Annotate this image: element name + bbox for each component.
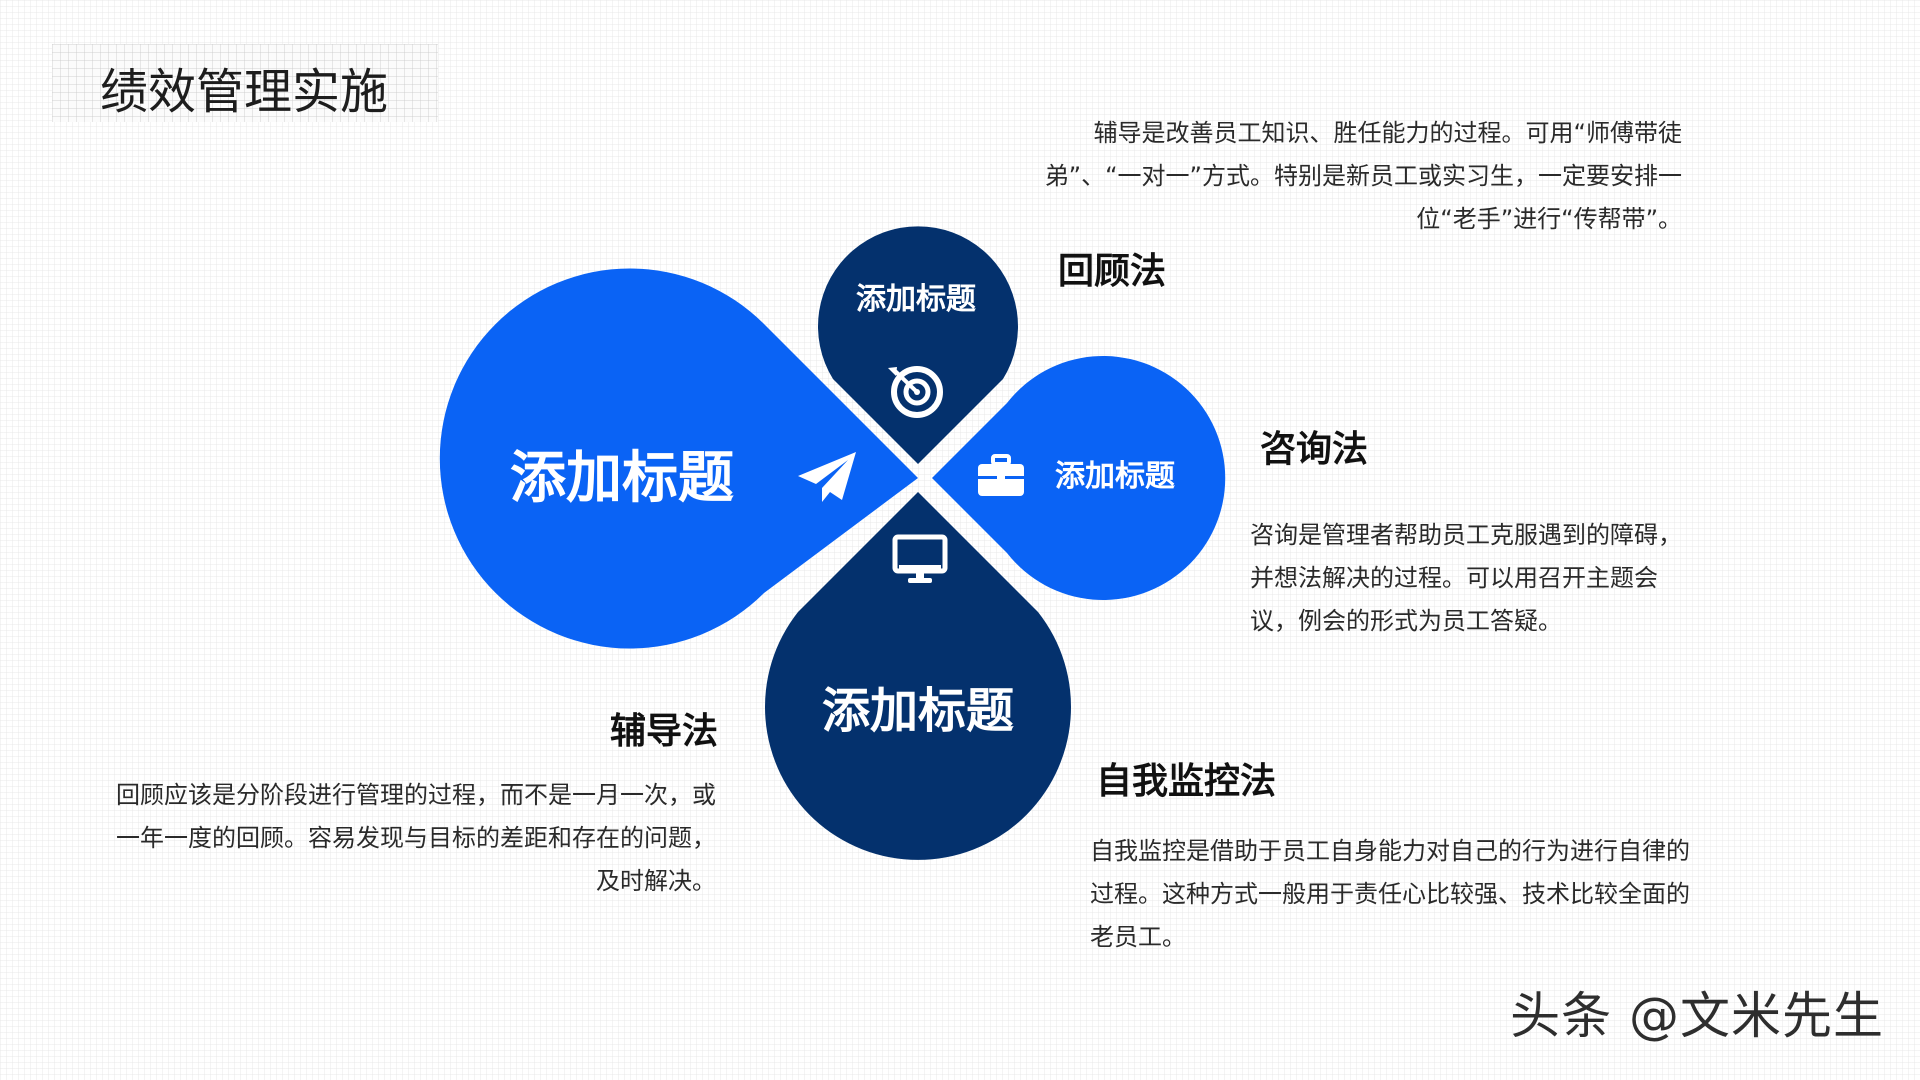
right-section-text: 咨询是管理者帮助员工克服遇到的障碍，并想法解决的过程。可以用召开主题会议，例会的… [1250, 521, 1682, 635]
top-section-text: 辅导是改善员工知识、胜任能力的过程。可用“师傅带徒弟”、“一对一”方式。特别是新… [1044, 119, 1682, 233]
briefcase-icon [978, 454, 1024, 496]
petal-right [932, 356, 1226, 600]
petal-left [439, 268, 918, 649]
paper-plane-icon [798, 452, 856, 502]
target-icon [888, 366, 943, 418]
bottom-section-text: 自我监控是借助于员工自身能力对自己的行为进行自律的过程。这种方式一般用于责任心比… [1090, 837, 1690, 951]
right-section-heading: 咨询法 [1260, 429, 1369, 470]
petal-top [818, 226, 1018, 464]
left-section-heading: 辅导法 [610, 711, 719, 752]
title-background-plate [52, 44, 438, 122]
top-section-heading: 回顾法 [1058, 251, 1167, 292]
petal-bottom-title: 添加标题 [822, 683, 1015, 739]
left-section-text: 回顾应该是分阶段进行管理的过程，而不是一月一次，或一年一度的回顾。容易发现与目标… [116, 781, 716, 895]
page-title: 绩效管理实施 [100, 64, 389, 120]
bottom-section-heading: 自我监控法 [1096, 761, 1277, 802]
watermark: 头条 @文米先生 [1510, 987, 1884, 1045]
monitor-icon [892, 534, 948, 583]
petal-left-title: 添加标题 [510, 446, 734, 511]
petal-top-title: 添加标题 [856, 282, 976, 317]
petal-right-title: 添加标题 [1055, 459, 1175, 494]
petal-bottom [765, 492, 1071, 860]
